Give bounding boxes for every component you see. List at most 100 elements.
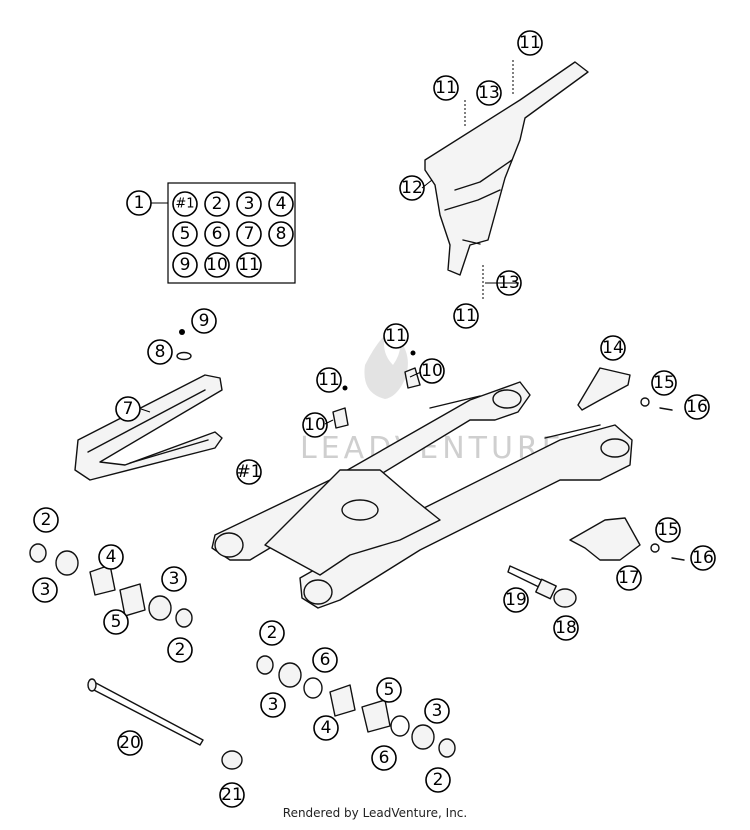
left-bearing-set [29, 543, 193, 628]
callout: 11 [383, 323, 409, 349]
footer-credit: Rendered by LeadVenture, Inc. [282, 806, 468, 820]
callout: 3 [260, 692, 286, 718]
kit-item: 3 [236, 191, 262, 217]
callout: 4 [313, 715, 339, 741]
callout: 15 [651, 370, 677, 396]
callouts: 11 11 13 12 13 11 9 8 7 11 10 11 10 #1 1… [32, 30, 716, 808]
kit-item: 10 [204, 252, 230, 278]
top-hardware [332, 350, 421, 429]
callout: 19 [503, 587, 529, 613]
callout: #1 [236, 459, 262, 485]
callout: 11 [316, 367, 342, 393]
kit-item: #1 [172, 191, 198, 217]
callout: 6 [371, 745, 397, 771]
kit-item: 2 [204, 191, 230, 217]
kit-item: 4 [268, 191, 294, 217]
svg-text:18: 18 [555, 618, 577, 638]
svg-text:3: 3 [432, 701, 443, 721]
callout: 8 [147, 339, 173, 365]
svg-text:15: 15 [657, 520, 679, 540]
cap-18 [553, 588, 577, 608]
callout: 20 [117, 730, 143, 756]
svg-text:12: 12 [401, 178, 423, 198]
svg-text:15: 15 [653, 373, 675, 393]
svg-text:11: 11 [435, 78, 457, 98]
kit-contents: #1 2 3 4 5 6 7 8 9 10 11 [172, 191, 294, 278]
svg-text:21: 21 [221, 785, 243, 805]
callout: 4 [98, 544, 124, 570]
svg-text:11: 11 [519, 33, 541, 53]
callout: 10 [419, 358, 445, 384]
svg-text:8: 8 [155, 342, 166, 362]
svg-text:11: 11 [238, 255, 260, 275]
callout: 2 [167, 637, 193, 663]
callout: 13 [476, 80, 502, 106]
kit-item: 8 [268, 221, 294, 247]
svg-text:6: 6 [379, 748, 390, 768]
svg-text:8: 8 [276, 224, 287, 244]
svg-text:2: 2 [212, 194, 223, 214]
callout: 3 [161, 566, 187, 592]
svg-text:9: 9 [180, 255, 191, 275]
svg-text:3: 3 [169, 569, 180, 589]
callout: 5 [103, 609, 129, 635]
callout: 2 [33, 507, 59, 533]
callout: 11 [453, 303, 479, 329]
kit-item: 11 [236, 252, 262, 278]
kit-item: 9 [172, 252, 198, 278]
callout: 2 [259, 620, 285, 646]
leader-lines [140, 179, 519, 425]
svg-text:14: 14 [602, 338, 624, 358]
right-bearing-set [256, 655, 456, 758]
svg-text:20: 20 [119, 733, 141, 753]
svg-text:7: 7 [244, 224, 255, 244]
callout: 15 [655, 517, 681, 543]
svg-text:#1: #1 [175, 197, 194, 212]
callout: 14 [600, 335, 626, 361]
swingarm [211, 381, 633, 609]
chain-slider-7 [74, 329, 223, 481]
callout: 17 [616, 565, 642, 591]
svg-text:19: 19 [505, 590, 527, 610]
callout: 3 [424, 698, 450, 724]
callout: 21 [219, 782, 245, 808]
callout: 3 [32, 577, 58, 603]
svg-text:4: 4 [321, 718, 332, 738]
kit-item: 6 [204, 221, 230, 247]
callout: 5 [376, 677, 402, 703]
callout: 10 [302, 412, 328, 438]
svg-text:10: 10 [206, 255, 228, 275]
svg-text:2: 2 [41, 510, 52, 530]
svg-text:10: 10 [421, 361, 443, 381]
svg-text:3: 3 [268, 695, 279, 715]
svg-text:#1: #1 [236, 462, 261, 482]
svg-text:7: 7 [123, 399, 134, 419]
svg-text:11: 11 [455, 306, 477, 326]
svg-text:5: 5 [384, 680, 395, 700]
callout: 16 [684, 394, 710, 420]
svg-text:13: 13 [478, 83, 500, 103]
svg-text:11: 11 [385, 326, 407, 346]
callout: 11 [517, 30, 543, 56]
guard-17 [569, 517, 685, 561]
callout: 18 [553, 615, 579, 641]
svg-text:11: 11 [318, 370, 340, 390]
svg-text:2: 2 [175, 640, 186, 660]
guard-14 [577, 367, 673, 411]
callout: 9 [191, 308, 217, 334]
svg-text:5: 5 [111, 612, 122, 632]
callout: 7 [115, 396, 141, 422]
svg-text:10: 10 [304, 415, 326, 435]
nut-21 [221, 750, 243, 770]
svg-text:9: 9 [199, 311, 210, 331]
callout: 2 [425, 767, 451, 793]
kit-item: 7 [236, 221, 262, 247]
callout: 12 [399, 175, 425, 201]
chain-guide-12 [424, 60, 589, 300]
svg-text:4: 4 [106, 547, 117, 567]
svg-text:16: 16 [692, 548, 714, 568]
svg-text:17: 17 [618, 568, 640, 588]
svg-text:3: 3 [40, 580, 51, 600]
kit-item: 5 [172, 221, 198, 247]
